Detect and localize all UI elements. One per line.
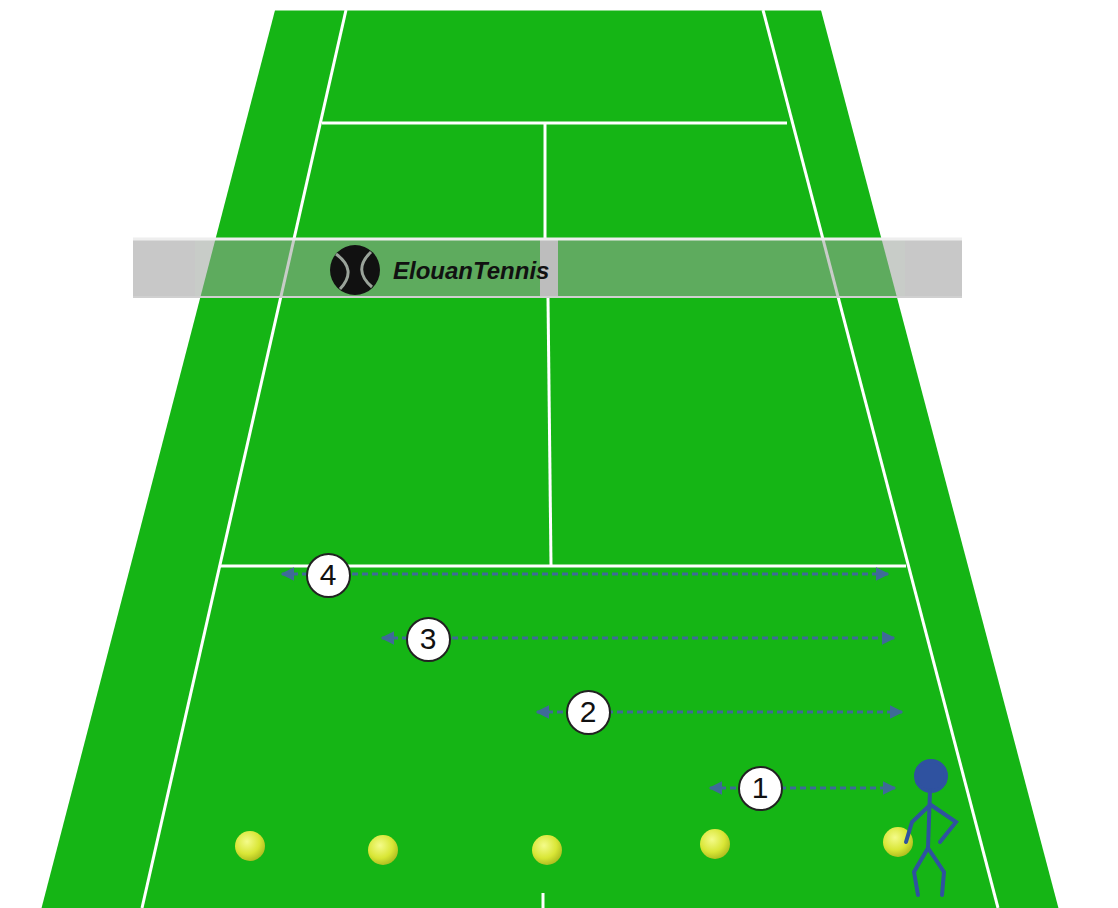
- player-head: [916, 761, 946, 791]
- tennis-ball: [235, 831, 265, 861]
- player-figure: [906, 761, 956, 895]
- player-arm: [906, 805, 930, 842]
- callout-circle: 1: [738, 766, 783, 811]
- center-mark: [542, 893, 545, 908]
- logo-ball: [330, 245, 380, 295]
- callout-number: 4: [320, 560, 337, 590]
- callout-circle: 2: [566, 690, 611, 735]
- callout-circle: 4: [306, 553, 351, 598]
- tennis-ball: [700, 829, 730, 859]
- tennis-ball: [532, 835, 562, 865]
- tennis-balls: [235, 827, 913, 865]
- player-body: [928, 791, 930, 848]
- callout-number: 1: [752, 773, 769, 803]
- callout-circle: 3: [406, 617, 451, 662]
- singles-sideline: [142, 10, 346, 908]
- service-line: [322, 122, 787, 125]
- court-surface: [40, 8, 1060, 908]
- player-arm: [931, 805, 956, 842]
- run-arrow: [382, 637, 894, 640]
- center-service-line: [548, 298, 551, 565]
- run-arrow: [282, 573, 888, 576]
- logo-seam: [336, 252, 372, 289]
- movement-arrows: [282, 574, 902, 788]
- player-leg: [928, 848, 944, 895]
- tennis-net: [133, 238, 962, 298]
- callout-number: 2: [580, 697, 597, 727]
- center-service-line: [544, 123, 547, 240]
- callout-number: 3: [420, 624, 437, 654]
- doubles-sideline: [822, 8, 1060, 908]
- baseline: [274, 8, 822, 11]
- net-post: [133, 238, 195, 298]
- tennis-ball: [368, 835, 398, 865]
- net-post: [905, 238, 962, 298]
- court-lines: [40, 8, 1060, 908]
- player-leg: [914, 848, 928, 895]
- singles-sideline: [763, 10, 998, 908]
- net-bottom: [133, 296, 962, 298]
- brand-label: ElouanTennis: [393, 259, 549, 283]
- net-mesh: [133, 238, 962, 298]
- net-tape: [133, 238, 962, 241]
- doubles-sideline: [40, 8, 274, 908]
